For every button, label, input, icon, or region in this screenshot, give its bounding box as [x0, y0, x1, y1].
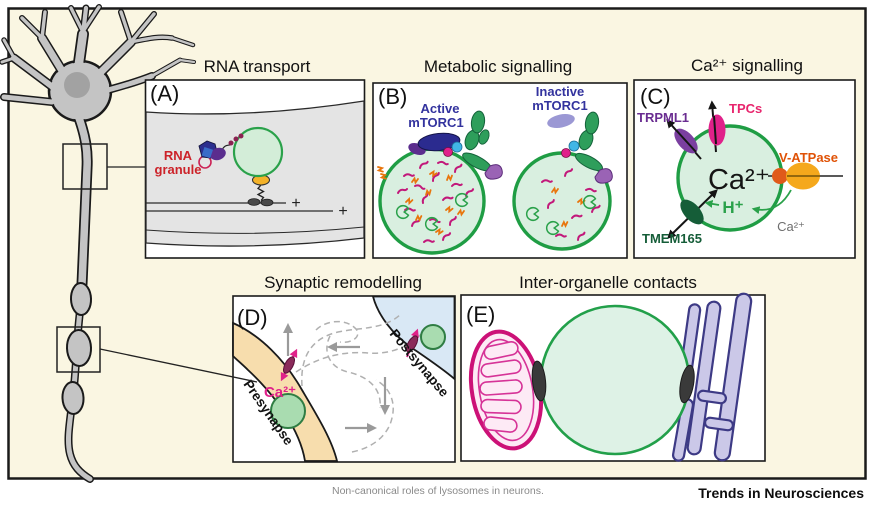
panel-a-title: RNA transport [204, 57, 311, 76]
presynaptic-channel [282, 356, 296, 374]
granule-protein [210, 147, 226, 161]
lysosome [232, 126, 284, 178]
microtubule-plus-end: + [291, 195, 300, 212]
rna-granule-label-2: granule [155, 162, 202, 177]
tpcs-channel [708, 114, 726, 146]
panel-c: Ca²⁺ signalling Ca²⁺ H⁺ TRPML1 TPCs V-AT… [633, 56, 856, 259]
cytosolic-calcium-label: Ca²⁺ [777, 219, 805, 234]
rag-gtpase [451, 141, 463, 153]
calcium-label: Ca²⁺ [264, 384, 296, 401]
panel-d-letter: (D) [237, 305, 268, 330]
postsynaptic-channel [405, 335, 419, 353]
contact-site-mito-lysosome [531, 360, 547, 402]
panel-e-letter: (E) [466, 302, 495, 327]
proton-label: H⁺ [722, 198, 743, 217]
proton-exchange-arrow [704, 200, 720, 208]
connector-line-d [99, 348, 258, 383]
rna-granule [198, 133, 244, 169]
panel-e-title: Inter-organelle contacts [519, 273, 697, 292]
figure-caption: Non-canonical roles of lysosomes in neur… [332, 485, 544, 497]
v-atpase-pump [768, 162, 843, 190]
tpcs-pore [713, 115, 717, 145]
raptor-hook [484, 164, 503, 180]
raptor-hook [594, 168, 613, 184]
motor-foot [260, 198, 274, 207]
rna-bead [238, 133, 244, 139]
panel-d: Synaptic remodelling Ca²⁺ Presynapse Pos… [232, 273, 456, 463]
axon-membrane-line [145, 226, 365, 234]
mitochondrion [468, 329, 544, 451]
panel-d-title: Synaptic remodelling [264, 273, 422, 292]
panel-b: Metabolic signalling [372, 57, 628, 259]
lysosome-postsynaptic [420, 324, 446, 350]
lysosome-active [378, 147, 486, 255]
contact-site-lysosome-er [679, 364, 695, 404]
tpcs-label: TPCs [729, 101, 762, 116]
trpml1-label: TRPML1 [637, 110, 689, 125]
proton-pump-arrow [751, 189, 792, 215]
tmem165-label: TMEM165 [642, 231, 702, 246]
axonal-boutons [61, 282, 93, 415]
rna-bead [233, 136, 239, 142]
panel-a: RNA transport + + RNA granule (A) [144, 57, 366, 259]
active-mtorc1-label-2: mTORC1 [408, 115, 463, 130]
rag-gtpase [443, 147, 453, 157]
dendrites [0, 5, 196, 482]
cristae [479, 341, 523, 433]
neuron [0, 4, 196, 483]
v-atpase-label: V-ATPase [779, 150, 838, 165]
rag-gtpase [568, 140, 580, 152]
panel-b-letter: (B) [378, 84, 407, 109]
inactive-mtorc1-label-1: Inactive [536, 84, 584, 99]
trpml1-pore [675, 129, 697, 153]
kinesin-motor [247, 174, 274, 207]
motor-foot [247, 198, 261, 206]
granule-protein [201, 146, 213, 159]
mtorc1-active [417, 132, 461, 152]
nucleus [64, 72, 90, 98]
bouton [69, 282, 93, 316]
active-mtorc1-label-1: Active [420, 101, 459, 116]
rna-granule-label-1: RNA [164, 148, 193, 163]
axon [75, 114, 91, 288]
bouton [61, 381, 85, 415]
bouton [65, 329, 93, 367]
panel-c-letter: (C) [640, 84, 671, 109]
lysosome-presynaptic [270, 393, 306, 429]
inactive-mtorc1-label-2: mTORC1 [532, 98, 587, 113]
rag-gtpase [561, 148, 571, 158]
mtorc1-inactive [547, 114, 575, 128]
lysosome [539, 304, 691, 456]
panel-c-title: Ca²⁺ signalling [691, 56, 803, 75]
lumenal-calcium-label: Ca²⁺ [708, 164, 770, 196]
panel-a-letter: (A) [150, 81, 179, 106]
tmem165-transporter [680, 199, 704, 225]
journal-name: Trends in Neurosciences [698, 485, 864, 501]
panel-b-title: Metabolic signalling [424, 57, 572, 76]
motor-stalk [256, 184, 265, 201]
mtorc1-complex-inactive [547, 111, 613, 184]
panel-e: Inter-organelle contacts ( [460, 273, 766, 462]
rna-bead [228, 140, 234, 146]
microtubule-plus-end: + [338, 203, 347, 220]
mtorc1-complex-active [408, 110, 503, 180]
